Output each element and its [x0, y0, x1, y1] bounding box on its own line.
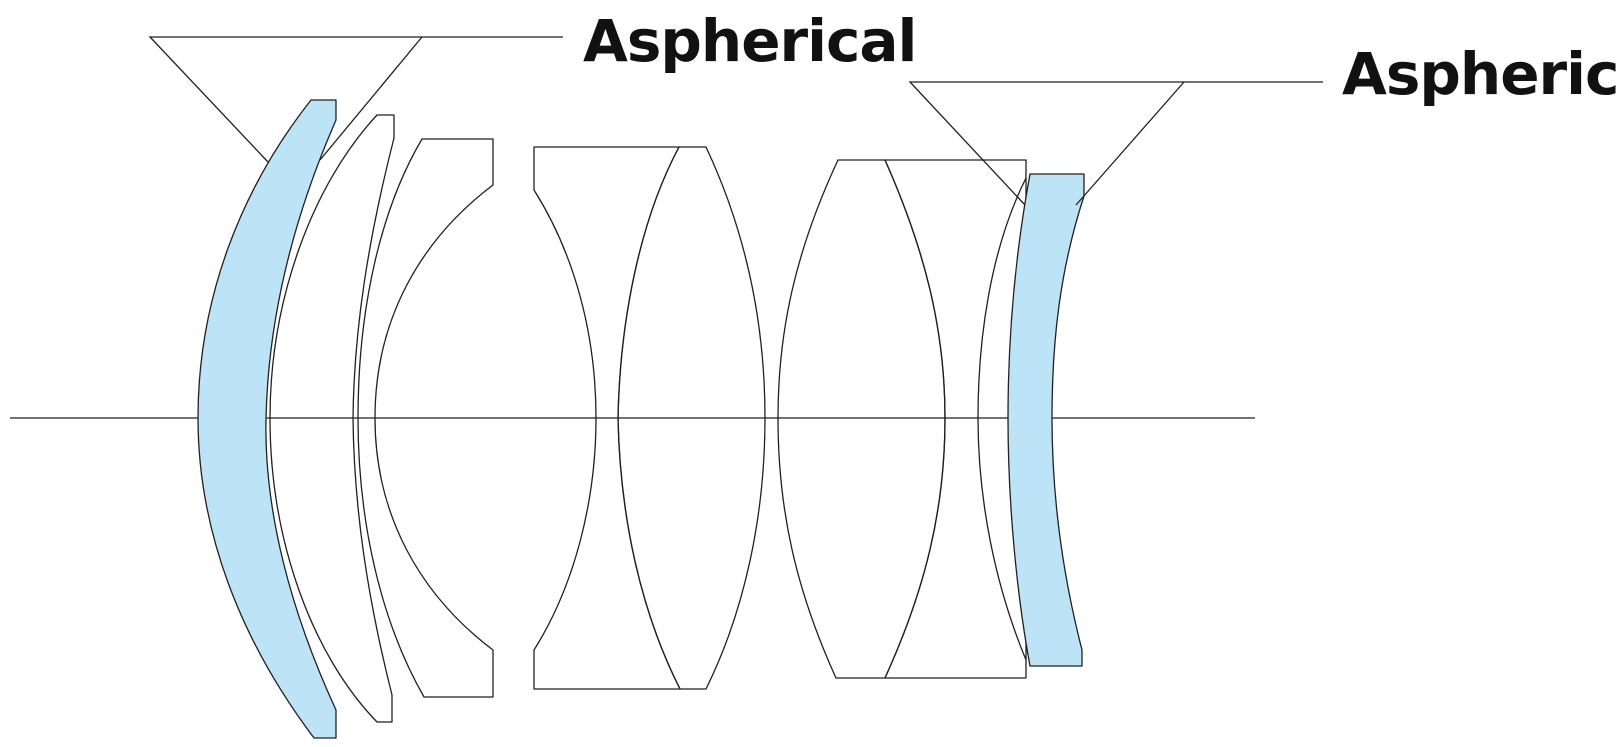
lens-element-6	[777, 159, 946, 679]
lens-element-5	[617, 146, 766, 690]
lens-element-2	[269, 114, 395, 723]
lens-element-9-aspherical	[1007, 173, 1085, 667]
lens-element-8	[977, 177, 1027, 661]
leader-line-left	[148, 36, 563, 163]
leader-line-right-branch	[1075, 81, 1185, 206]
lens-element-1-aspherical	[197, 99, 337, 739]
lens-element-7	[884, 159, 1027, 679]
aspherical-label-right: Aspherical	[1342, 40, 1620, 108]
lens-element-3	[357, 138, 494, 698]
leader-line-left-branch	[319, 36, 423, 161]
aspherical-label-left: Aspherical	[583, 7, 917, 75]
leader-line-right	[908, 81, 1323, 206]
